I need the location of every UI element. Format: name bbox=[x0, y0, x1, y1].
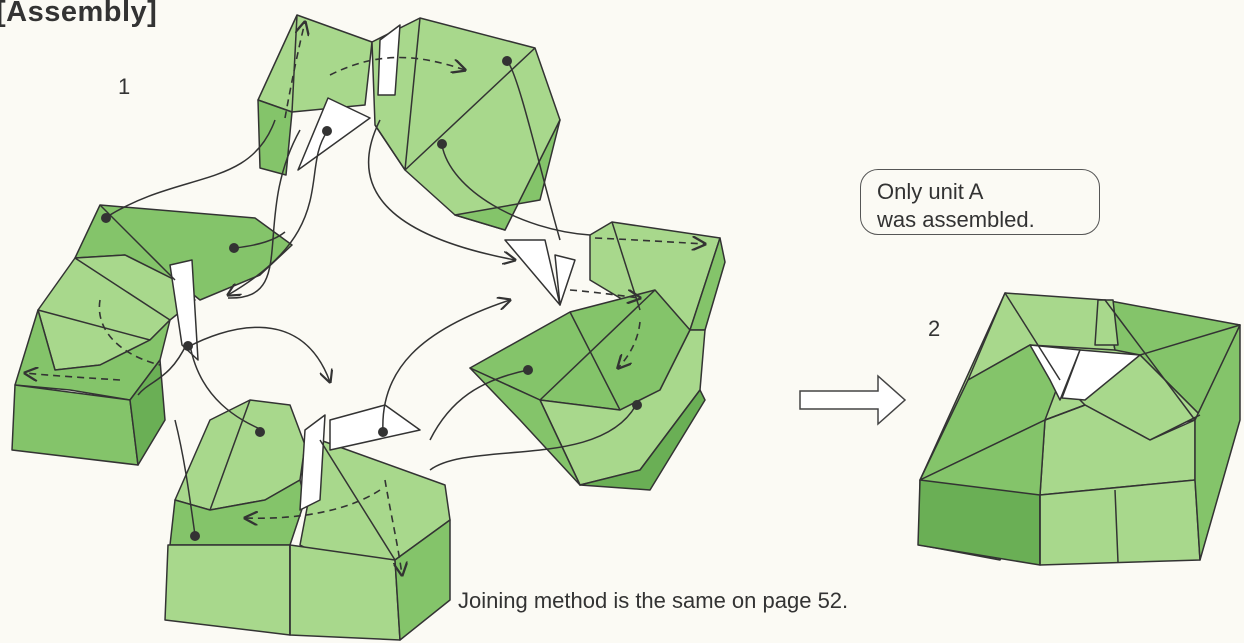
bottom-unit bbox=[164, 399, 451, 641]
right-unit bbox=[469, 221, 726, 491]
top-unit bbox=[257, 14, 561, 231]
step-2-label: 2 bbox=[928, 316, 941, 341]
connection-dots bbox=[101, 56, 642, 541]
note-bubble: Only unit A was assembled. bbox=[860, 169, 1100, 235]
connector-arrows bbox=[104, 61, 637, 536]
left-unit bbox=[11, 204, 293, 466]
dashed-guides bbox=[25, 22, 705, 575]
step-1-label: 1 bbox=[118, 74, 131, 99]
step-2-assembled-box bbox=[917, 292, 1241, 566]
note-line-2: was assembled. bbox=[877, 207, 1035, 232]
note-line-1: Only unit A bbox=[877, 179, 984, 204]
step-1-exploded-view bbox=[11, 14, 726, 641]
hollow-right-arrow-icon bbox=[799, 374, 907, 426]
page-title: [Assembly] bbox=[0, 0, 158, 28]
caption-text: Joining method is the same on page 52. bbox=[458, 588, 849, 613]
